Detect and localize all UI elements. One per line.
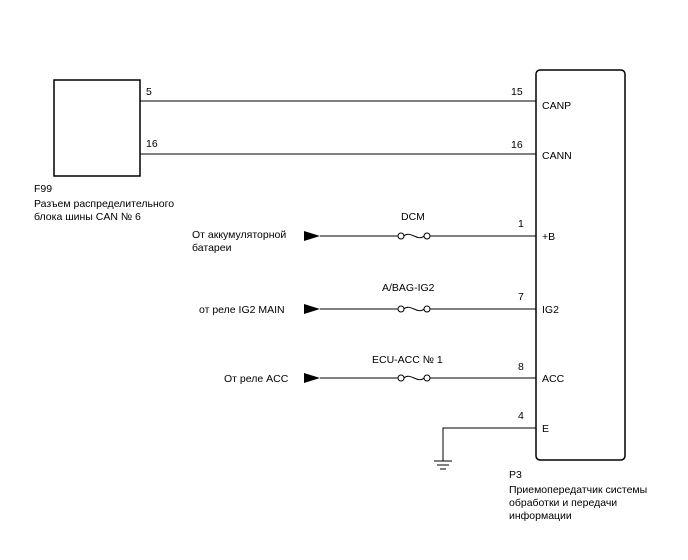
- p3-pin-4: 4: [518, 410, 524, 422]
- dcm-fuse-icon: [397, 232, 431, 240]
- ground-icon: [434, 460, 452, 470]
- p3-pin-15: 15: [511, 86, 523, 98]
- acc-arrow-icon: [304, 373, 320, 383]
- p3-pin-7: 7: [518, 291, 524, 303]
- battery-source-line2: батареи: [192, 242, 232, 254]
- p3-label-b: +B: [542, 231, 555, 243]
- p3-pin-8: 8: [518, 361, 524, 373]
- p3-label-ig2: IG2: [542, 304, 559, 316]
- ecuacc-fuse-icon: [397, 374, 431, 382]
- dcm-fuse-label: DCM: [401, 211, 425, 223]
- p3-name-line3: информации: [509, 510, 572, 522]
- ground-wire: [442, 427, 536, 461]
- ig2-source: от реле IG2 MAIN: [199, 304, 285, 316]
- ig2-arrow-icon: [304, 304, 320, 314]
- acc-source: От реле ACC: [224, 373, 289, 385]
- f99-name-line1: Разъем распределительного: [34, 198, 174, 210]
- battery-source-line1: От аккумуляторной: [192, 229, 286, 241]
- f99-name-line2: блока шины CAN № 6: [34, 211, 141, 223]
- f99-pin-16: 16: [146, 138, 158, 150]
- p3-name-line2: обработки и передачи: [509, 497, 617, 509]
- p3-box: [535, 69, 626, 461]
- p3-label-canp: CANP: [542, 100, 571, 112]
- p3-name-line1: Приемопередатчик системы: [509, 484, 647, 496]
- f99-connector-box: [53, 79, 141, 177]
- p3-label-cann: CANN: [542, 150, 572, 162]
- abag-fuse-icon: [397, 305, 431, 313]
- p3-label-e: E: [542, 423, 549, 435]
- abag-fuse-label: A/BAG-IG2: [382, 282, 435, 294]
- p3-pin-1: 1: [518, 218, 524, 230]
- battery-arrow-icon: [304, 231, 320, 241]
- p3-pin-16: 16: [511, 139, 523, 151]
- p3-label-acc: ACC: [542, 373, 565, 385]
- f99-id: F99: [34, 183, 52, 195]
- f99-pin-5: 5: [146, 86, 152, 98]
- p3-id: P3: [509, 469, 522, 481]
- ecuacc-fuse-label: ECU-ACC № 1: [372, 354, 443, 366]
